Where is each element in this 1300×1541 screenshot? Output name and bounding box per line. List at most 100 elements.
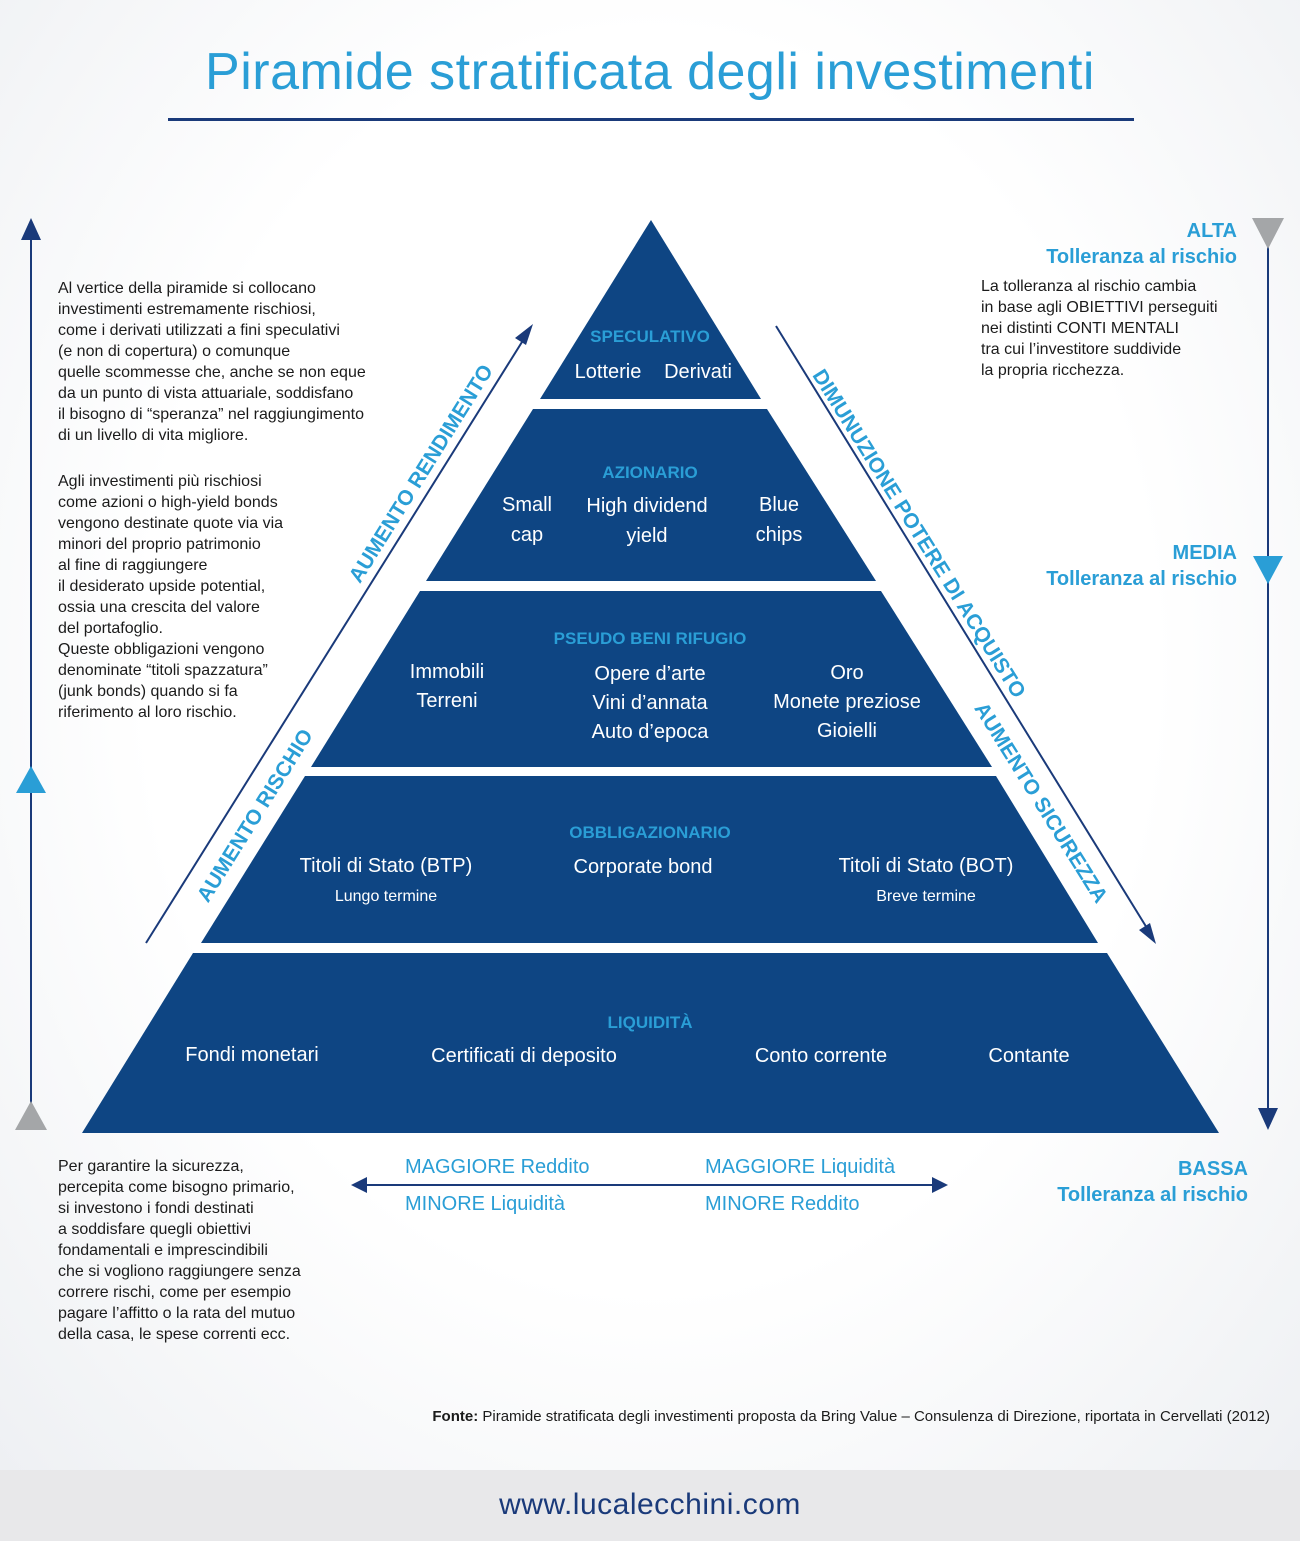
text-line: al fine di raggiungere <box>58 557 208 574</box>
text-line: percepita come bisogno primario, <box>58 1179 295 1196</box>
footer-website-link[interactable]: www.lucalecchini.com <box>499 1488 801 1521</box>
text-line: riferimento al loro rischio. <box>58 704 237 721</box>
risk-level-sub: Tolleranza al rischio <box>1046 246 1237 268</box>
tier-item: High dividend <box>586 495 707 517</box>
text-line: quelle scommesse che, anche se non eque <box>58 364 366 381</box>
text-line: fondamentali e imprescindibili <box>58 1242 268 1259</box>
tier-item: Conto corrente <box>755 1045 887 1067</box>
text-line: investimenti estremamente rischiosi, <box>58 301 316 318</box>
tier-item: cap <box>511 524 543 546</box>
tier-item: Derivati <box>664 361 732 383</box>
tier-item: Fondi monetari <box>185 1044 318 1066</box>
tier-item: Small <box>502 494 552 516</box>
tier-title: PSEUDO BENI RIFUGIO <box>554 629 747 648</box>
text-line: a soddisfare quegli obiettivi <box>58 1221 252 1238</box>
text-line: di un livello di vita migliore. <box>58 427 249 444</box>
text-line: la propria ricchezza. <box>981 362 1125 379</box>
pyramid-diagram: AUMENTO RENDIMENTO AUMENTO RISCHIO DIMUN… <box>15 218 1284 1193</box>
risk-level-sub: Tolleranza al rischio <box>1057 1184 1248 1206</box>
diagonal-right-line <box>775 325 1151 934</box>
text-line: Agli investimenti più rischiosi <box>58 473 262 490</box>
tier-item: Terreni <box>416 690 477 712</box>
right-text-tolerance: La tolleranza al rischio cambia in base … <box>981 276 1218 381</box>
tier-azionario <box>426 409 876 581</box>
tier-item: yield <box>626 525 667 547</box>
tier-item: chips <box>756 524 803 546</box>
tier-item: Titoli di Stato (BTP) <box>300 855 473 877</box>
tier-item: Oro <box>830 662 863 684</box>
text-line: ossia una crescita del valore <box>58 599 260 616</box>
right-axis-top-triangle-icon <box>1252 218 1284 249</box>
tier-title: OBBLIGAZIONARIO <box>569 823 731 842</box>
tier-item: Auto d’epoca <box>592 721 710 743</box>
tier-title: SPECULATIVO <box>590 327 710 346</box>
text-line: Queste obbligazioni vengono <box>58 641 265 658</box>
tier-item: Gioielli <box>817 720 877 742</box>
tier-item: Lotterie <box>575 361 642 383</box>
risk-level-high: ALTA Tolleranza al rischio <box>1046 218 1237 270</box>
label-maggiore-reddito: MAGGIORE Reddito <box>405 1156 590 1178</box>
tier-item: Contante <box>988 1045 1069 1067</box>
risk-level-label: MEDIA <box>1172 542 1237 564</box>
risk-level-label: ALTA <box>1186 220 1237 242</box>
footer-bar <box>0 1470 1300 1541</box>
tier-item-sub: Lungo termine <box>335 888 437 905</box>
tier-pseudo-beni-rifugio <box>311 591 992 767</box>
text-line: come azioni o high-yield bonds <box>58 494 278 511</box>
risk-level-medium: MEDIA Tolleranza al rischio <box>1046 540 1237 592</box>
diagonal-left-line <box>145 333 528 944</box>
label-minore-liquidita: MINORE Liquidità <box>405 1193 566 1215</box>
text-line: da un punto di vista attuariale, soddisf… <box>58 385 354 402</box>
arrow-left-icon <box>351 1177 367 1193</box>
page-title: Piramide stratificata degli investimenti <box>205 43 1095 101</box>
tier-title: AZIONARIO <box>602 463 697 482</box>
right-axis-mid-triangle-icon <box>1253 556 1283 584</box>
tier-item: Opere d’arte <box>594 663 705 685</box>
text-line: minori del proprio patrimonio <box>58 536 261 553</box>
text-line: il desiderato upside potential, <box>58 578 266 595</box>
text-line: denominate “titoli spazzatura” <box>58 662 268 679</box>
text-line: (e non di copertura) o comunque <box>58 343 291 360</box>
text-line: si investono i fondi destinati <box>58 1200 254 1217</box>
label-minore-reddito: MINORE Reddito <box>705 1193 860 1215</box>
left-axis-bottom-triangle-icon <box>15 1101 47 1130</box>
source-text: Piramide stratificata degli investimenti… <box>478 1408 1270 1425</box>
text-line: in base agli OBIETTIVI perseguiti <box>981 299 1218 316</box>
tier-obbligazionario <box>201 776 1098 943</box>
text-line: il bisogno di “speranza” nel raggiungime… <box>58 406 364 423</box>
risk-level-label: BASSA <box>1177 1158 1248 1180</box>
text-line: come i derivati utilizzati a fini specul… <box>58 322 340 339</box>
tier-liquidita <box>82 953 1219 1133</box>
text-line: che si vogliono raggiungere senza <box>58 1263 301 1280</box>
text-line: Al vertice della piramide si collocano <box>58 280 316 297</box>
diagonal-right-arrow-icon <box>1139 923 1156 944</box>
left-text-speculative: Al vertice della piramide si collocano i… <box>58 278 366 446</box>
text-line: Per garantire la sicurezza, <box>58 1158 244 1175</box>
text-line: della casa, le spese correnti ecc. <box>58 1326 291 1343</box>
risk-level-low: BASSA Tolleranza al rischio <box>1057 1156 1248 1208</box>
tier-item: Immobili <box>410 661 484 683</box>
title-underline <box>168 118 1134 121</box>
tier-item-sub: Breve termine <box>876 888 976 905</box>
tier-item: Blue <box>759 494 799 516</box>
tier-item: Vini d’annata <box>592 692 708 714</box>
tier-speculativo <box>540 220 761 399</box>
source-note: Fonte: Piramide stratificata degli inves… <box>432 1408 1270 1425</box>
arrow-right-icon <box>932 1177 948 1193</box>
tier-item: Certificati di deposito <box>431 1045 617 1067</box>
text-line: vengono destinate quote via via <box>58 515 284 532</box>
label-maggiore-liquidita: MAGGIORE Liquidità <box>705 1156 896 1178</box>
text-line: correre rischi, come per esempio <box>58 1284 291 1301</box>
source-label: Fonte: <box>432 1408 479 1425</box>
left-text-safety: Per garantire la sicurezza, percepita co… <box>58 1156 301 1345</box>
left-text-risky: Agli investimenti più rischiosi come azi… <box>58 471 283 723</box>
right-axis-bottom-arrow-icon <box>1258 1108 1278 1130</box>
text-line: nei distinti CONTI MENTALI <box>981 320 1179 337</box>
tier-title: LIQUIDITÀ <box>608 1013 693 1032</box>
risk-level-sub: Tolleranza al rischio <box>1046 568 1237 590</box>
tier-item: Monete preziose <box>773 691 921 713</box>
tier-item: Titoli di Stato (BOT) <box>839 855 1014 877</box>
text-line: La tolleranza al rischio cambia <box>981 278 1197 295</box>
tier-item: Corporate bond <box>574 856 713 878</box>
text-line: pagare l’affitto o la rata del mutuo <box>58 1305 296 1322</box>
